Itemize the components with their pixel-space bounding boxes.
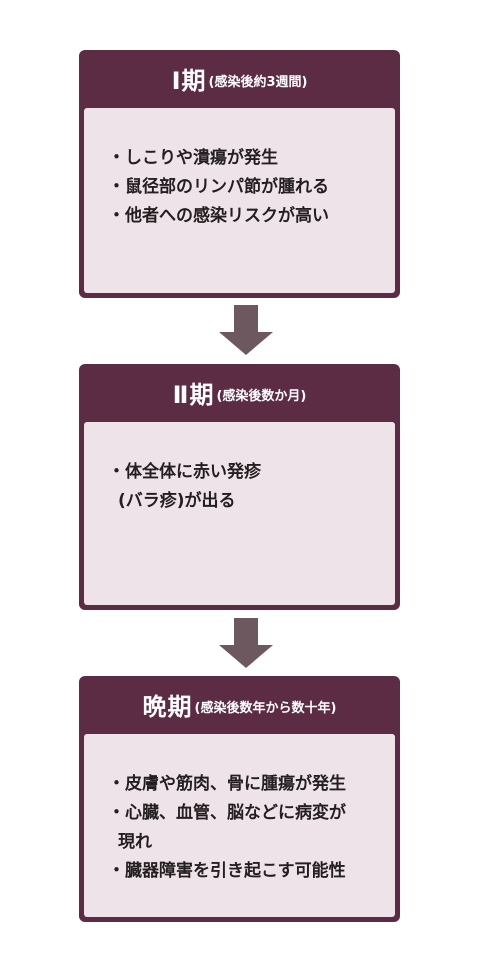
arrow-down-icon [219,618,273,668]
stage-1-item: ・他者への感染リスクが高い [108,206,329,226]
stage-body-1: ・しこりや潰瘍が発生 ・鼠径部のリンパ節が腫れる ・他者への感染リスクが高い [84,108,395,293]
stage-subtitle-2: (感染後数か月) [216,388,307,404]
stage-title-1: Ⅰ期 [171,66,207,95]
stage-1-item: ・鼠径部のリンパ節が腫れる [108,177,329,197]
stage-3-item: ・皮膚や筋肉、骨に腫瘍が発生 [108,774,346,794]
arrow-down-icon [219,305,273,355]
stage-header-1: Ⅰ期(感染後約3週間) [79,50,400,106]
stage-subtitle-3: (感染後数年から数十年) [194,700,337,716]
stage-title-3: 晩期 [142,692,193,721]
stage-3-item-continuation: 現れ [118,832,152,852]
stage-body-2: ・体全体に赤い発疹 (バラ疹)が出る [84,422,395,605]
stage-header-2: Ⅱ期(感染後数か月) [79,364,400,420]
stage-2-item-continuation: (バラ疹)が出る [118,491,236,511]
stage-card-2: Ⅱ期(感染後数か月) ・体全体に赤い発疹 (バラ疹)が出る [79,364,400,610]
stage-3-item: ・臓器障害を引き起こす可能性 [108,861,346,881]
stage-3-item: ・心臓、血管、脳などに病変が [108,803,346,823]
stage-header-3: 晩期(感染後数年から数十年) [79,676,400,732]
stage-subtitle-1: (感染後約3週間) [208,74,308,90]
stage-body-3: ・皮膚や筋肉、骨に腫瘍が発生 ・心臓、血管、脳などに病変が 現れ ・臓器障害を引… [84,734,395,917]
stage-2-item: ・体全体に赤い発疹 [108,462,261,482]
stage-card-1: Ⅰ期(感染後約3週間) ・しこりや潰瘍が発生 ・鼠径部のリンパ節が腫れる ・他者… [79,50,400,298]
stage-title-2: Ⅱ期 [172,380,215,409]
stage-card-3: 晩期(感染後数年から数十年) ・皮膚や筋肉、骨に腫瘍が発生 ・心臓、血管、脳など… [79,676,400,922]
stage-1-item: ・しこりや潰瘍が発生 [108,148,278,168]
